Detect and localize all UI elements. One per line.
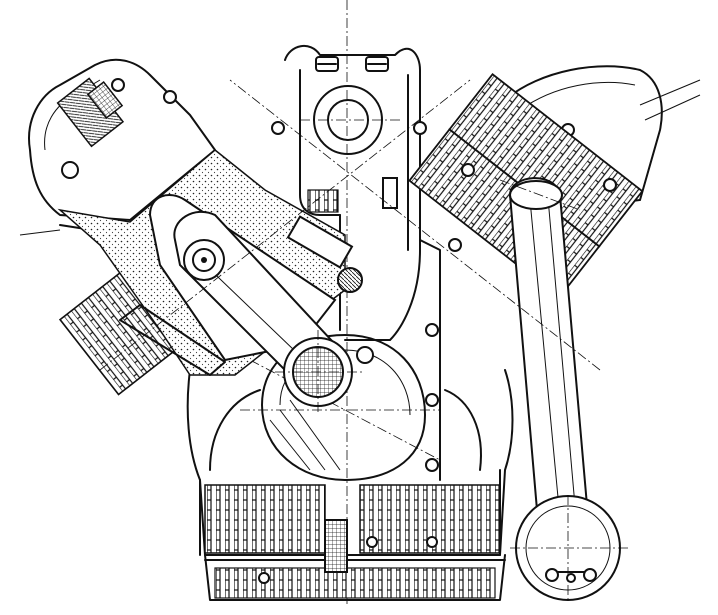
left-valve-gear	[56, 77, 177, 179]
cylinder-bolt	[119, 304, 226, 376]
tappet	[337, 267, 363, 293]
counterweight-ribs	[269, 399, 341, 471]
exhaust-stud	[286, 215, 354, 269]
left-cylinder-head	[28, 58, 216, 221]
cover-bolt	[271, 121, 285, 135]
exhaust-pipe	[499, 177, 628, 601]
timing-cover	[271, 45, 441, 481]
connecting-rod	[173, 210, 374, 415]
exhaust-flange	[509, 180, 563, 210]
cover-bolt	[425, 323, 439, 337]
cover-bolt	[425, 393, 439, 407]
crankcase-fins	[204, 484, 501, 554]
crankcase	[186, 369, 514, 601]
sump-bolt	[258, 572, 270, 584]
cover-bolt	[413, 121, 427, 135]
sump-bolt	[426, 536, 438, 548]
oil-sump	[204, 554, 506, 601]
oil-filter	[324, 519, 348, 573]
cover-top-bolts	[315, 56, 389, 72]
construction-lines	[19, 79, 701, 371]
cover-bolt	[425, 458, 439, 472]
distributor-stud	[382, 177, 398, 209]
exhaust-clamp	[545, 568, 597, 583]
sump-bolt	[366, 536, 378, 548]
